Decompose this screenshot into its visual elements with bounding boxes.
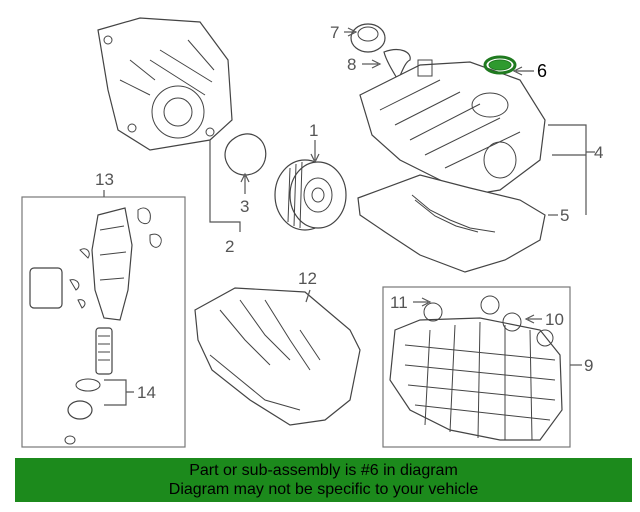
callout-8: 8 xyxy=(347,55,356,74)
callout-7: 7 xyxy=(330,23,339,42)
valve-cover xyxy=(359,59,546,196)
valve-cover-gasket xyxy=(357,174,546,273)
callout-11: 11 xyxy=(390,293,408,312)
callout-2: 2 xyxy=(225,237,234,256)
leader-lines xyxy=(103,27,595,406)
intake-manifold-box xyxy=(382,286,571,448)
seal-ring-3 xyxy=(224,133,267,176)
intake-manifold xyxy=(389,295,563,441)
oil-filler-cap xyxy=(350,23,386,53)
oil-pan xyxy=(194,287,361,426)
crankshaft-pulley xyxy=(274,159,347,231)
callout-12: 12 xyxy=(298,269,317,288)
banner-line-1: Part or sub-assembly is #6 in diagram xyxy=(189,462,458,479)
oil-filter-housing xyxy=(29,207,162,445)
timing-cover xyxy=(97,17,233,151)
callout-1: 1 xyxy=(309,121,318,140)
callout-5: 5 xyxy=(560,206,569,225)
callout-10: 10 xyxy=(545,310,564,329)
banner-line-2: Diagram may not be specific to your vehi… xyxy=(168,481,479,498)
callout-9: 9 xyxy=(584,356,593,375)
callout-3: 3 xyxy=(240,197,249,216)
seal-8 xyxy=(383,48,411,82)
callout-14: 14 xyxy=(137,383,156,402)
highlighted-gasket-6 xyxy=(483,55,517,75)
callout-13: 13 xyxy=(95,170,114,189)
callout-6: 6 xyxy=(537,61,547,81)
info-banner: Part or sub-assembly is #6 in diagram Di… xyxy=(15,458,632,502)
callout-4: 4 xyxy=(594,143,603,162)
